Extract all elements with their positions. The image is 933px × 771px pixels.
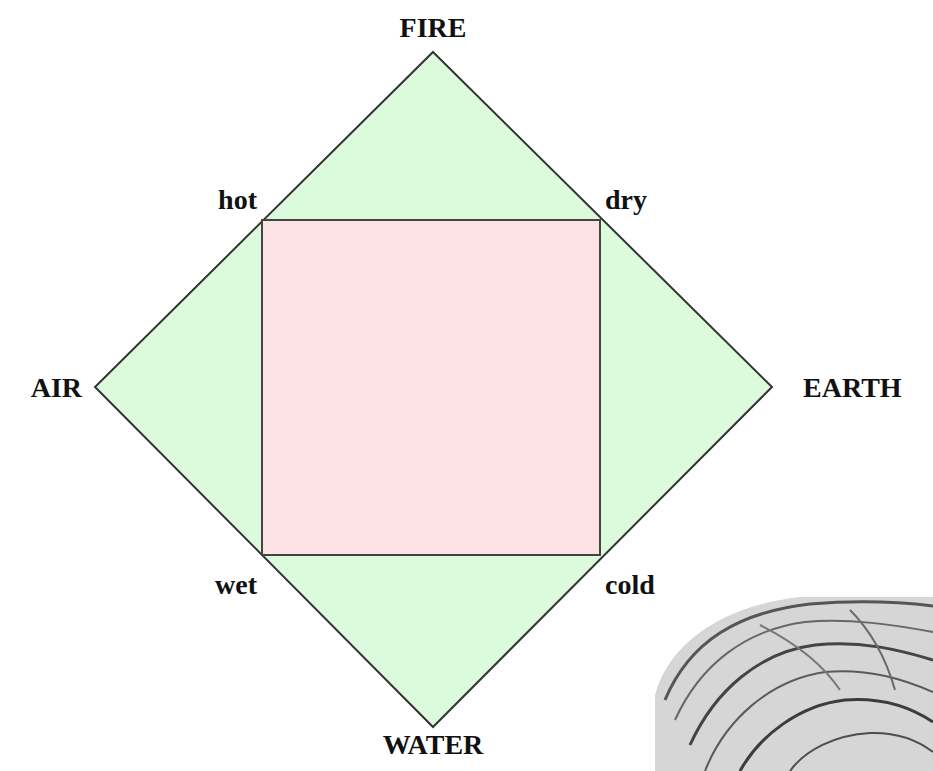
engraving-stroke <box>740 700 933 771</box>
engraving-stroke <box>850 610 895 690</box>
bust-engraving <box>655 597 933 771</box>
element-label: AIR <box>31 373 82 404</box>
engraving-stroke <box>790 733 933 771</box>
element-label: dry <box>605 185 647 216</box>
engraving-ground <box>655 597 933 771</box>
element-label: EARTH <box>803 373 902 404</box>
quality-square <box>262 220 600 555</box>
engraving-stroke <box>760 625 840 690</box>
element-label: WATER <box>383 730 484 761</box>
element-label: hot <box>218 185 257 216</box>
element-label: wet <box>215 570 257 601</box>
engraving-stroke <box>705 671 933 771</box>
element-label: FIRE <box>400 13 467 44</box>
element-label: cold <box>605 570 655 601</box>
element-diamond <box>95 52 772 727</box>
